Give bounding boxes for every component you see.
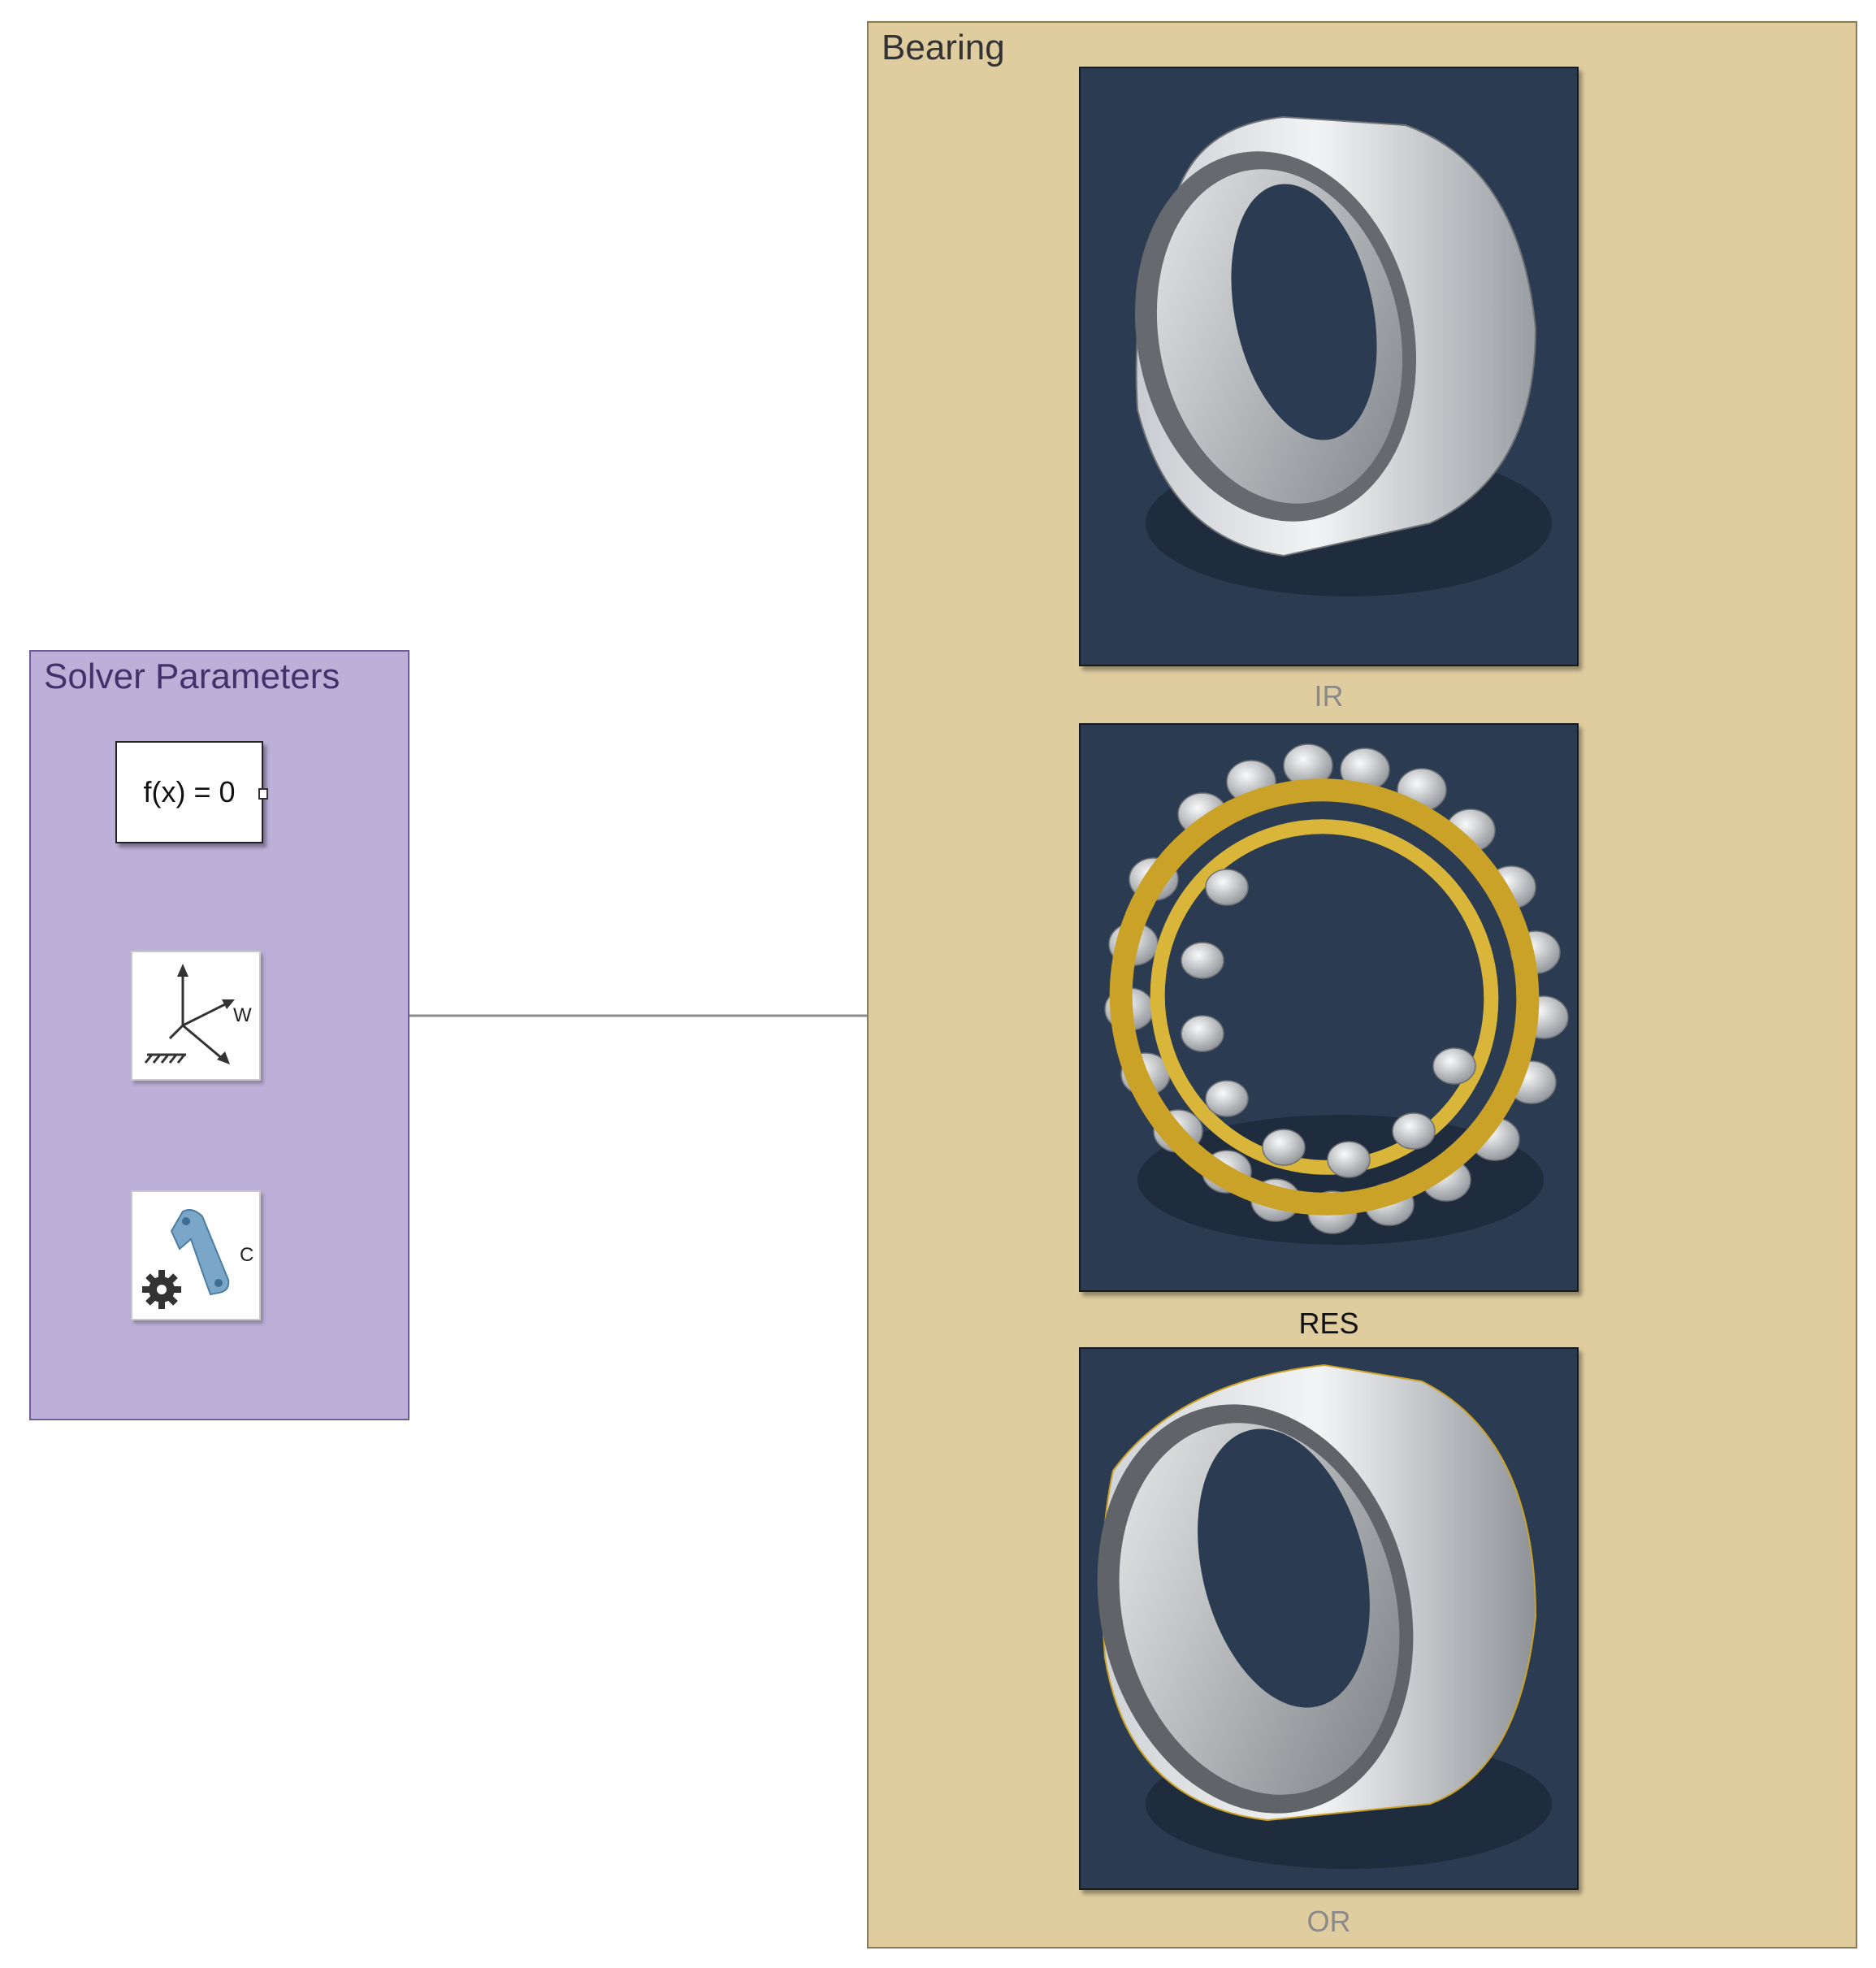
config-port-label: C	[240, 1244, 254, 1266]
inner-ring-label: IR	[1314, 679, 1344, 713]
rolling-elements-label: RES	[1298, 1307, 1359, 1340]
solver-area-title: Solver Parameters	[44, 657, 340, 696]
rolling-elements-image	[1104, 743, 1569, 1245]
inner-ring-block[interactable]	[1079, 67, 1579, 666]
world-frame-icon	[144, 964, 235, 1064]
rolling-elements-block[interactable]	[1079, 723, 1579, 1292]
gear-icon	[142, 1270, 181, 1309]
world-frame-block[interactable]: W	[131, 951, 261, 1081]
function-block-port[interactable]	[258, 788, 268, 800]
outer-ring-image	[1097, 1363, 1552, 1869]
outer-ring-block[interactable]	[1079, 1347, 1579, 1890]
world-port-label: W	[233, 1004, 252, 1026]
solver-configuration-block[interactable]: f(x) = 0	[115, 741, 268, 843]
outer-ring-label: OR	[1306, 1905, 1351, 1938]
function-block-label: f(x) = 0	[143, 775, 236, 808]
mechanism-configuration-icon	[170, 1209, 230, 1296]
bearing-area-title: Bearing	[882, 28, 1005, 67]
inner-ring-image	[1134, 115, 1552, 596]
mechanism-configuration-block[interactable]: C	[131, 1190, 261, 1320]
